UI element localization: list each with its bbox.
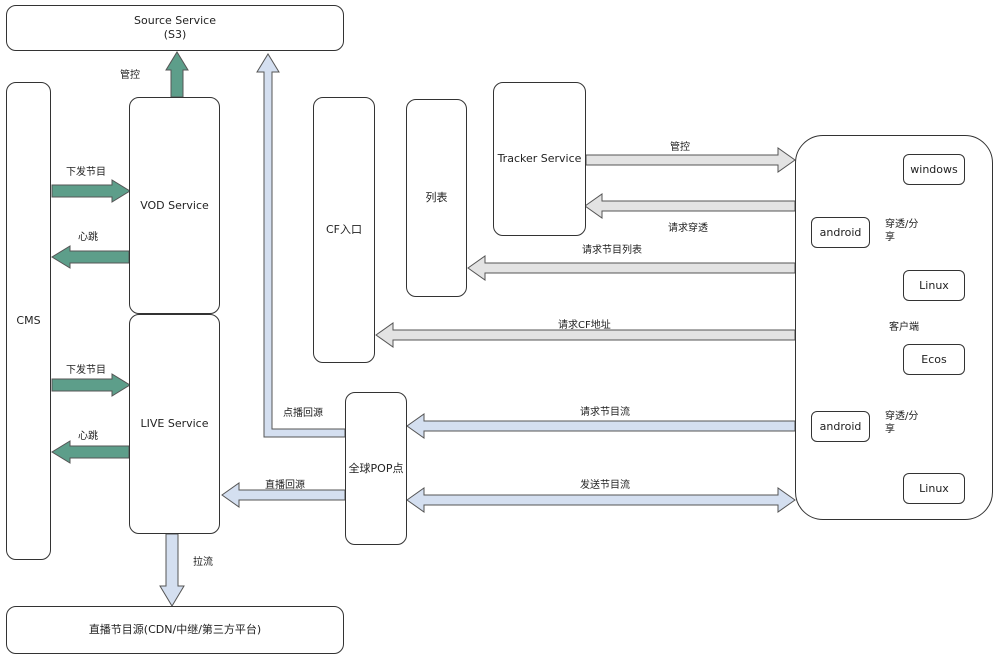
- list-label: 列表: [426, 191, 448, 205]
- cf-entry-node: CF入口: [313, 97, 375, 363]
- android-top-node: android: [811, 217, 870, 248]
- edge-label-pull-stream: 拉流: [193, 553, 213, 568]
- edge-label-tracker-manage: 管控: [670, 138, 690, 153]
- vod-service-node: VOD Service: [129, 97, 220, 314]
- cms-label: CMS: [16, 314, 40, 328]
- ecos-label: Ecos: [921, 353, 946, 367]
- linux-top-label: Linux: [919, 279, 949, 293]
- arrow-request-list: [468, 256, 795, 280]
- cms-node: CMS: [6, 82, 51, 560]
- live-service-label: LIVE Service: [141, 417, 209, 431]
- edge-label-vod-backsource: 点播回源: [283, 404, 323, 419]
- live-source-node: 直播节目源(CDN/中继/第三方平台): [6, 606, 344, 654]
- edge-label-manage-source: 管控: [120, 66, 140, 81]
- source-service-subtitle: (S3): [164, 28, 187, 42]
- edge-label-request-list: 请求节目列表: [582, 241, 642, 256]
- arrow-vod-heartbeat: [52, 246, 129, 268]
- android-top-label: android: [820, 226, 862, 240]
- ecos-node: Ecos: [903, 344, 965, 375]
- edge-label-request-cf: 请求CF地址: [558, 316, 611, 331]
- arrow-live-heartbeat: [52, 441, 129, 463]
- live-service-node: LIVE Service: [129, 314, 220, 534]
- list-node: 列表: [406, 99, 467, 297]
- windows-node: windows: [903, 154, 965, 185]
- source-service-title: Source Service: [134, 14, 216, 28]
- arrow-request-penetrate: [585, 194, 795, 218]
- source-service-node: Source Service (S3): [6, 5, 344, 51]
- linux-bottom-node: Linux: [903, 473, 965, 504]
- edge-label-request-penetrate: 请求穿透: [668, 219, 708, 234]
- arrow-tracker-manage: [586, 148, 795, 172]
- edge-label-live-heartbeat: 心跳: [78, 427, 98, 442]
- share-bottom-label: 穿透/分享: [885, 411, 923, 436]
- share-top-label: 穿透/分享: [885, 219, 923, 244]
- share-top-text: 穿透/分享: [885, 219, 918, 243]
- cf-entry-label: CF入口: [326, 223, 362, 237]
- edge-label-send-stream: 发送节目流: [580, 476, 630, 491]
- client-label: 客户端: [889, 318, 919, 333]
- edge-label-request-stream: 请求节目流: [580, 403, 630, 418]
- arrow-cms-to-vod-issue: [52, 180, 130, 202]
- linux-bottom-label: Linux: [919, 482, 949, 496]
- global-pop-node: 全球POP点: [345, 392, 407, 545]
- global-pop-label: 全球POP点: [349, 462, 404, 476]
- windows-label: windows: [910, 163, 957, 177]
- edge-label-vod-heartbeat: 心跳: [78, 228, 98, 243]
- vod-service-label: VOD Service: [140, 199, 209, 213]
- arrow-send-stream: [407, 488, 795, 512]
- edge-label-live-issue: 下发节目: [66, 361, 106, 376]
- android-bottom-node: android: [811, 411, 870, 442]
- linux-top-node: Linux: [903, 270, 965, 301]
- edge-label-live-backsource: 直播回源: [265, 476, 305, 491]
- tracker-service-label: Tracker Service: [498, 152, 582, 166]
- arrow-vod-to-source: [166, 52, 188, 97]
- edge-label-vod-issue: 下发节目: [66, 163, 106, 178]
- tracker-service-node: Tracker Service: [493, 82, 586, 236]
- android-bottom-label: android: [820, 420, 862, 434]
- share-bottom-text: 穿透/分享: [885, 411, 918, 435]
- arrow-pull-stream: [160, 534, 184, 606]
- arrow-cms-to-live-issue: [52, 374, 130, 396]
- live-source-label: 直播节目源(CDN/中继/第三方平台): [89, 623, 261, 637]
